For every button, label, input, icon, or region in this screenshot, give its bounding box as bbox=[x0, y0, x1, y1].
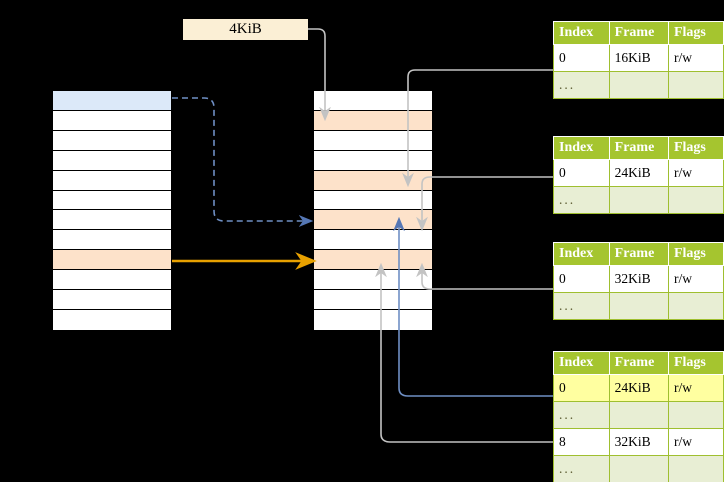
cell-flags bbox=[667, 455, 724, 482]
cell-frame: 16KiB bbox=[608, 44, 669, 72]
page-table-ellipsis-row: ... bbox=[553, 186, 724, 214]
column-header-frame: Frame bbox=[608, 351, 669, 375]
memory-row bbox=[53, 130, 171, 151]
cell-index: ... bbox=[553, 455, 610, 482]
cell-index: ... bbox=[553, 292, 610, 320]
cell-index: 0 bbox=[553, 374, 610, 402]
page-table-ellipsis-row: ... bbox=[553, 71, 724, 99]
cell-index: 0 bbox=[553, 159, 610, 187]
physical-memory-table bbox=[313, 90, 433, 331]
cell-index: 8 bbox=[553, 428, 610, 456]
column-header-flags: Flags bbox=[667, 21, 724, 45]
column-header-frame: Frame bbox=[608, 136, 669, 160]
memory-row bbox=[314, 230, 432, 251]
cell-flags: r/w bbox=[667, 44, 724, 72]
cell-frame: 24KiB bbox=[608, 374, 669, 402]
page-table-ellipsis-row: ... bbox=[553, 455, 724, 482]
memory-row bbox=[314, 190, 432, 211]
cell-frame bbox=[608, 455, 669, 482]
cell-flags: r/w bbox=[667, 374, 724, 402]
wire-pt2-to-memory bbox=[416, 262, 553, 290]
column-header-flags: Flags bbox=[667, 242, 724, 266]
cell-frame: 32KiB bbox=[608, 428, 669, 456]
memory-row bbox=[53, 170, 171, 191]
memory-row bbox=[314, 91, 432, 111]
cell-index: 0 bbox=[553, 44, 610, 72]
memory-row bbox=[314, 150, 432, 171]
memory-row bbox=[314, 250, 432, 271]
cell-index: ... bbox=[553, 186, 610, 214]
memory-row bbox=[314, 309, 432, 330]
memory-row bbox=[314, 110, 432, 131]
frame-size-label: 4KiB bbox=[183, 19, 308, 40]
cell-flags bbox=[667, 401, 724, 429]
cell-index: ... bbox=[553, 401, 610, 429]
column-header-index: Index bbox=[553, 242, 610, 266]
memory-row bbox=[53, 91, 171, 111]
column-header-index: Index bbox=[553, 21, 610, 45]
cell-frame: 32KiB bbox=[608, 265, 669, 293]
memory-row bbox=[53, 290, 171, 310]
memory-row bbox=[53, 250, 171, 271]
cell-frame: 24KiB bbox=[608, 159, 669, 187]
memory-row bbox=[53, 110, 171, 131]
cell-flags: r/w bbox=[667, 265, 724, 293]
page-table-ellipsis-row: ... bbox=[553, 401, 724, 429]
memory-row bbox=[314, 210, 432, 231]
memory-row bbox=[314, 130, 432, 151]
memory-row bbox=[314, 290, 432, 310]
cell-flags: r/w bbox=[667, 428, 724, 456]
memory-row bbox=[53, 150, 171, 171]
cell-flags bbox=[667, 71, 724, 99]
wire-virtual-to-physical-dashed bbox=[172, 97, 314, 227]
column-header-index: Index bbox=[553, 351, 610, 375]
column-header-flags: Flags bbox=[667, 351, 724, 375]
cell-frame bbox=[608, 71, 669, 99]
column-header-frame: Frame bbox=[608, 242, 669, 266]
cell-flags bbox=[667, 292, 724, 320]
memory-row bbox=[53, 190, 171, 211]
wire-pt3-to-memory bbox=[416, 176, 553, 232]
memory-row bbox=[314, 270, 432, 291]
column-header-index: Index bbox=[553, 136, 610, 160]
cell-flags bbox=[667, 186, 724, 214]
cell-frame bbox=[608, 401, 669, 429]
cell-index: ... bbox=[553, 71, 610, 99]
cell-index: 0 bbox=[553, 265, 610, 293]
column-header-flags: Flags bbox=[667, 136, 724, 160]
memory-row bbox=[53, 230, 171, 251]
memory-row bbox=[53, 270, 171, 291]
memory-row bbox=[53, 309, 171, 330]
memory-row bbox=[314, 170, 432, 191]
virtual-address-space-table bbox=[52, 90, 172, 331]
page-table-ellipsis-row: ... bbox=[553, 292, 724, 320]
cell-flags: r/w bbox=[667, 159, 724, 187]
column-header-frame: Frame bbox=[608, 21, 669, 45]
cell-frame bbox=[608, 292, 669, 320]
memory-row bbox=[53, 210, 171, 231]
cell-frame bbox=[608, 186, 669, 214]
